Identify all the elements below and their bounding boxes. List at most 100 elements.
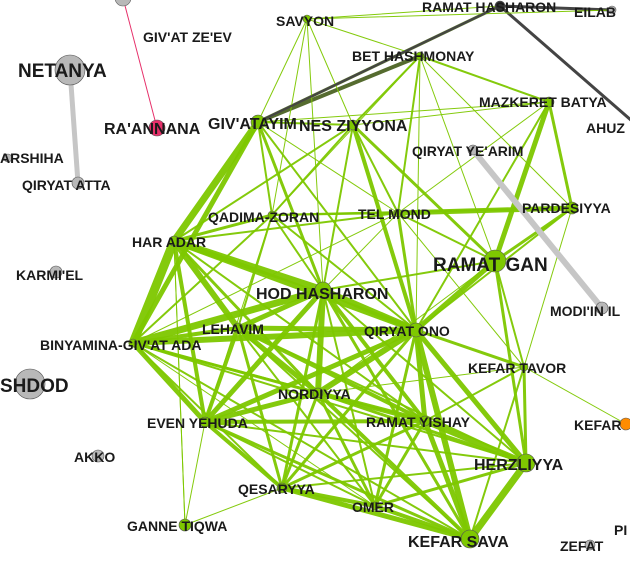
label-qadima-zoran: QADIMA-ZORAN bbox=[208, 209, 319, 225]
node-qiryat-ono[interactable] bbox=[408, 322, 424, 338]
edge-binyamina-tel-mond bbox=[132, 212, 399, 344]
edge-hod-hasharon-nordiyya bbox=[315, 287, 326, 396]
edge-qadima-zoran-qiryat-ono bbox=[271, 214, 417, 331]
edge-givatayim-savyon bbox=[257, 18, 308, 123]
edge-qadima-zoran-hod-hasharon bbox=[271, 214, 324, 291]
edge-nordiyya-kefar-sava bbox=[316, 391, 472, 541]
label-herzliyya: HERZLIYYA bbox=[474, 457, 564, 474]
label-mazkeret-batya: MAZKERET BATYA bbox=[479, 94, 607, 110]
node-hod-hasharon[interactable] bbox=[314, 281, 332, 299]
node-netanya[interactable] bbox=[54, 54, 86, 86]
edge-savyon-eilabun bbox=[306, 9, 613, 20]
node-herzliyya[interactable] bbox=[516, 453, 536, 473]
edge-tel-mond-hod-hasharon bbox=[322, 212, 399, 291]
label-nordiyya: NORDIYYA bbox=[278, 386, 351, 402]
edge-tel-mond-qiryat-ono bbox=[396, 211, 418, 332]
edge-savyon-qadima-zoran bbox=[271, 18, 308, 216]
label-givatayim: GIV'ATAYIM bbox=[208, 116, 297, 133]
node-har-adar[interactable] bbox=[168, 235, 180, 247]
edge-kefar-tavor-herzliyya bbox=[522, 365, 528, 465]
node-ganne-tiqwa[interactable] bbox=[178, 518, 192, 532]
node-kefar-tavor[interactable] bbox=[519, 362, 529, 372]
edge-savyon-bet-hashmonay bbox=[306, 18, 421, 57]
node-kefar-orange[interactable] bbox=[619, 417, 630, 431]
node-qiryat-atta[interactable] bbox=[71, 176, 85, 190]
node-ramat-gan[interactable] bbox=[483, 249, 507, 273]
node-eilabun[interactable] bbox=[607, 5, 617, 15]
node-givatayim[interactable] bbox=[250, 114, 266, 130]
label-lehavim: LEHAVIM bbox=[202, 321, 264, 337]
edge-mazkeret-batya-qiryat-ono bbox=[415, 101, 550, 331]
label-qiryat-yearim: QIRYAT YE'ARIM bbox=[412, 143, 523, 159]
node-tel-mond[interactable] bbox=[393, 208, 403, 218]
node-kefar-sava[interactable] bbox=[460, 529, 480, 549]
edge-har-adar-lehavim bbox=[171, 238, 241, 331]
label-ramat-hasharon: RAMAT HASHARON bbox=[422, 0, 556, 15]
node-zefat[interactable] bbox=[584, 539, 596, 551]
edge-givatayim-ramat-hasharon bbox=[257, 5, 501, 123]
edge-givatayim-mes-ziyyona bbox=[257, 121, 354, 126]
label-modiin: MODI'IN IL bbox=[550, 303, 621, 319]
label-omer: OMER bbox=[352, 499, 394, 515]
label-hod-hasharon: HOD HASHARON bbox=[256, 286, 388, 303]
edge-mazkeret-batya-givatayim bbox=[257, 101, 550, 123]
node-raanana[interactable] bbox=[148, 119, 166, 137]
node-ashdod[interactable] bbox=[14, 368, 46, 400]
edge-binyamina-lehavim bbox=[131, 326, 240, 345]
edge-qiryat-ono-even-yehuda bbox=[202, 327, 419, 425]
edge-qiryat-ono-qesaryya bbox=[280, 328, 418, 490]
edge-givatayim-hod-hasharon bbox=[256, 120, 325, 292]
edge-qiryat-ono-kefar-tavor bbox=[414, 328, 526, 369]
edge-even-yehuda-herzliyya bbox=[204, 421, 527, 464]
label-ashdod: SHDOD bbox=[0, 376, 69, 397]
node-omer[interactable] bbox=[370, 501, 380, 511]
node-ramat-yishay[interactable] bbox=[419, 415, 431, 427]
edge-herzliyya-omer bbox=[373, 461, 528, 508]
node-qiryat-yearim[interactable] bbox=[467, 144, 479, 156]
edge-kefar-tavor-ramat-yishay bbox=[424, 366, 525, 422]
node-harshiha[interactable] bbox=[3, 153, 13, 163]
node-karmiel[interactable] bbox=[49, 265, 63, 279]
node-bet-hashmonay[interactable] bbox=[415, 51, 425, 61]
node-lehavim[interactable] bbox=[232, 322, 244, 334]
node-savyon[interactable] bbox=[302, 14, 312, 24]
node-mes-ziyyona[interactable] bbox=[347, 119, 359, 131]
edge-raanana-givat-zeev bbox=[123, 0, 158, 129]
edge-ramat-yishay-omer bbox=[373, 419, 427, 508]
edge-har-adar-nordiyya bbox=[172, 239, 320, 395]
edge-hod-hasharon-qiryat-ono bbox=[320, 287, 419, 333]
edge-layer bbox=[67, 0, 630, 543]
edge-har-adar-even-yehuda bbox=[172, 239, 207, 424]
label-eilabun: EILAB bbox=[574, 4, 616, 20]
label-ramat-gan: RAMAT GAN bbox=[433, 255, 548, 276]
label-kefar-tavor: KEFAR TAVOR bbox=[468, 360, 566, 376]
node-qesaryya[interactable] bbox=[276, 482, 288, 494]
edge-givatayim-qadima-zoran bbox=[257, 121, 273, 216]
node-givat-zeev[interactable] bbox=[114, 0, 132, 7]
node-nordiyya[interactable] bbox=[312, 387, 324, 399]
label-pardesiyya: PARDESIYYA bbox=[522, 200, 611, 216]
node-pardesiyya[interactable] bbox=[565, 201, 579, 215]
edge-lehavim-omer bbox=[237, 327, 376, 507]
edge-har-adar-ganne-tiqwa bbox=[173, 240, 186, 526]
edge-hod-hasharon-even-yehuda bbox=[202, 287, 326, 425]
node-modiin[interactable] bbox=[595, 301, 609, 315]
edge-ramat-yishay-herzliyya bbox=[422, 418, 529, 466]
edge-bet-hashmonay-pardesiyya bbox=[419, 55, 573, 209]
edge-ramat-gan-hod-hasharon bbox=[322, 260, 496, 291]
label-mes-ziyyona: NES ZIYYONA bbox=[299, 118, 408, 135]
node-qadima-zoran[interactable] bbox=[267, 210, 277, 220]
label-qesaryya: QESARYYA bbox=[238, 481, 315, 497]
edge-hod-hasharon-omer bbox=[322, 289, 376, 507]
node-akko[interactable] bbox=[91, 449, 105, 463]
node-binyamina[interactable] bbox=[128, 338, 138, 348]
edge-qiryat-yearim-modiin bbox=[470, 147, 605, 311]
node-mazkeret-batya[interactable] bbox=[543, 96, 555, 108]
edge-ramat-hasharon-ahuzam bbox=[498, 4, 630, 122]
edge-pardesiyya-kefar-tavor bbox=[523, 207, 573, 368]
edge-givatayim-bet-hashmonay bbox=[256, 54, 422, 124]
node-ramat-hasharon[interactable] bbox=[494, 0, 506, 12]
node-even-yehuda[interactable] bbox=[199, 416, 211, 428]
label-kefar-orange: KEFAR bbox=[574, 417, 621, 433]
edge-binyamina-even-yehuda bbox=[130, 340, 208, 425]
